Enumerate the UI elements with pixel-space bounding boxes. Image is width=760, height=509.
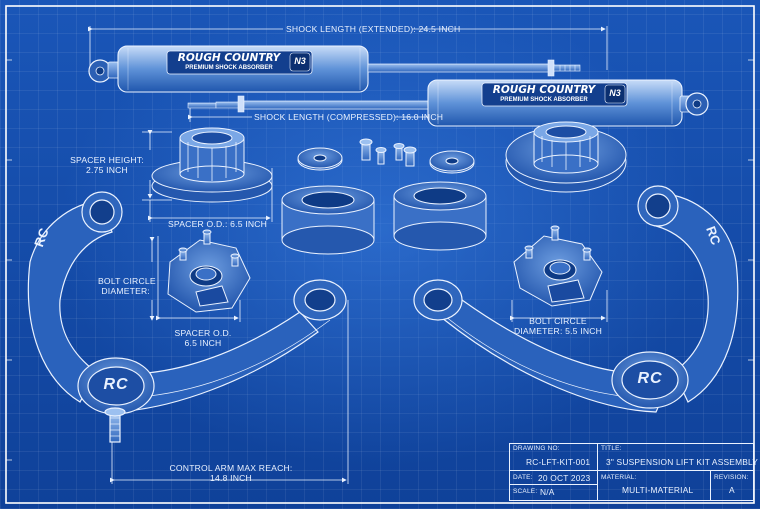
shock-brand-text: ROUGH COUNTRY <box>177 52 281 64</box>
mounting-plate-right <box>513 225 603 307</box>
shock-absorber-compressed <box>187 79 709 127</box>
dim-spacer-height-line1: SPACER HEIGHT: <box>70 155 144 165</box>
dim-spacer-od: SPACER O.D.: 6.5 INCH <box>168 219 268 229</box>
tb-revision-value: A <box>729 485 735 495</box>
tb-drawing-no-value: RC-LFT-KIT-001 <box>526 457 591 467</box>
dimension-lines <box>88 26 608 484</box>
tb-material-cell: MATERIAL: MULTI-MATERIAL <box>598 471 711 500</box>
dim-spacer-od2: SPACER O.D. 6.5 INCH <box>168 328 238 348</box>
tb-revision-cell: REVISION: A <box>711 471 753 500</box>
dim-bolt-circle-right-line1: BOLT CIRCLE <box>529 316 587 326</box>
tb-scale-label: SCALE: <box>513 488 538 495</box>
dim-spacer-height: SPACER HEIGHT: 2.75 INCH <box>70 155 144 175</box>
tb-title-cell: TITLE: 3" SUSPENSION LIFT KIT ASSEMBLY <box>598 444 758 471</box>
tb-scale-value: N/A <box>540 487 555 497</box>
dim-spacer-height-line2: 2.75 INCH <box>86 165 128 175</box>
strut-spacer-right <box>505 121 627 193</box>
title-block: DRAWING NO: RC-LFT-KIT-001 TITLE: 3" SUS… <box>509 443 758 501</box>
tb-revision-label: REVISION: <box>714 474 749 481</box>
sheet-border <box>5 5 755 504</box>
shock-label-bottom: ROUGH COUNTRY PREMIUM SHOCK ABSORBER <box>485 84 603 104</box>
dim-spacer-od2-line1: SPACER O.D. <box>174 328 232 338</box>
shock-logo-bottom: N3 <box>609 88 621 98</box>
tb-date-label: DATE: <box>513 474 533 481</box>
control-arm-left <box>27 191 347 443</box>
tb-material-label: MATERIAL: <box>601 474 637 481</box>
washers-and-bolts <box>297 138 475 174</box>
dim-control-arm: CONTROL ARM MAX REACH: 14.8 INCH <box>168 463 294 483</box>
shock-subtitle-text: PREMIUM SHOCK ABSORBER <box>500 97 588 103</box>
tb-title-label: TITLE: <box>601 445 622 452</box>
arm-badge-left: RC <box>103 376 129 393</box>
dim-control-arm-line1: CONTROL ARM MAX REACH: <box>169 463 293 473</box>
shock-label-top: ROUGH COUNTRY PREMIUM SHOCK ABSORBER <box>170 52 288 72</box>
ring-spacers <box>281 181 487 255</box>
shock-brand-text: ROUGH COUNTRY <box>492 84 596 96</box>
dim-spacer-od2-line2: 6.5 INCH <box>184 338 222 348</box>
tb-date-value: 20 OCT 2023 <box>538 473 591 483</box>
dim-bolt-circle-right: BOLT CIRCLE DIAMETER: 5.5 INCH <box>508 316 608 336</box>
dim-bolt-circle-left-line2: DIAMETER: <box>101 286 150 296</box>
shock-logo-top: N3 <box>294 56 306 66</box>
tb-drawing-no-label: DRAWING NO: <box>513 445 560 452</box>
dim-shock-extended: SHOCK LENGTH (EXTENDED): 24.5 INCH <box>286 24 461 34</box>
dim-bolt-circle-left-line1: BOLT CIRCLE <box>98 276 156 286</box>
arm-badge-right: RC <box>637 370 663 387</box>
tb-scale-cell: SCALE: N/A <box>510 485 598 500</box>
dim-control-arm-line2: 14.8 INCH <box>210 473 252 483</box>
tb-date-cell: DATE: 20 OCT 2023 <box>510 471 598 485</box>
tb-title-value: 3" SUSPENSION LIFT KIT ASSEMBLY <box>606 457 759 467</box>
shock-absorber-extended <box>88 45 581 93</box>
mounting-plate-left <box>167 229 251 313</box>
tb-material-value: MULTI-MATERIAL <box>622 485 694 495</box>
strut-spacer-left <box>151 127 273 203</box>
dim-shock-compressed: SHOCK LENGTH (COMPRESSED): 16.0 INCH <box>254 112 444 122</box>
dim-bolt-circle-right-line2: DIAMETER: 5.5 INCH <box>513 326 603 336</box>
control-arm-right <box>413 185 739 413</box>
dim-bolt-circle-left: BOLT CIRCLE DIAMETER: <box>98 276 156 296</box>
shock-subtitle-text: PREMIUM SHOCK ABSORBER <box>185 65 273 71</box>
tb-drawing-no-cell: DRAWING NO: RC-LFT-KIT-001 <box>510 444 598 471</box>
